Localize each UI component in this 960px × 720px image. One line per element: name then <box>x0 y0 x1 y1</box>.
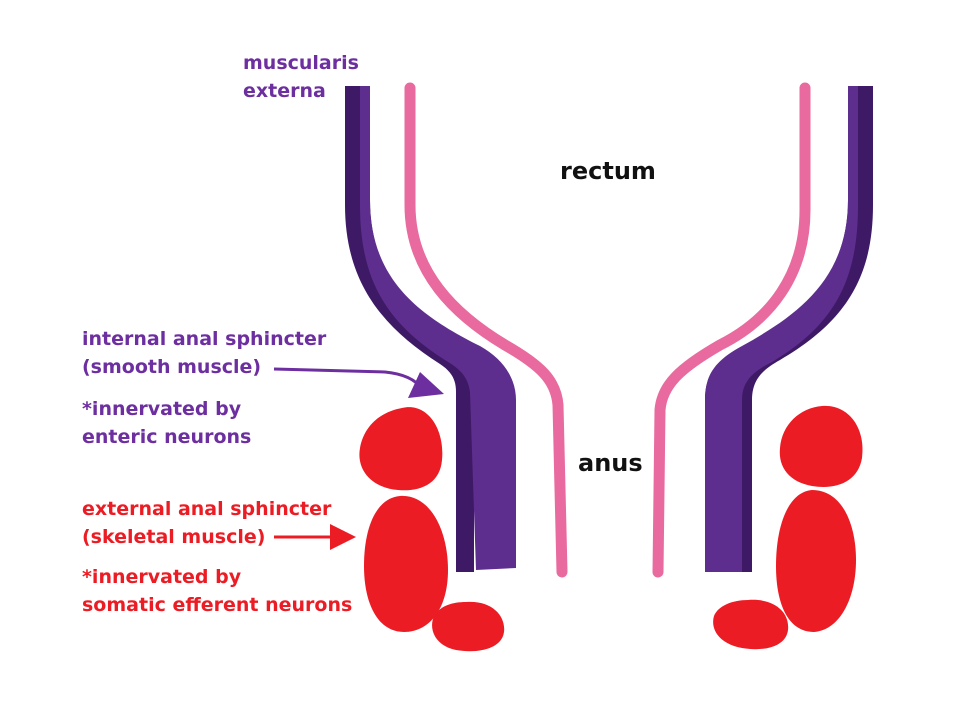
external-sphincter-arrow-head <box>330 524 356 550</box>
left-mucosa-line <box>404 82 568 578</box>
internal-sphincter-arrow-head <box>408 372 444 398</box>
right-external-sphincter-upper <box>779 405 863 487</box>
external-sphincter-note-line1: *innervated by <box>82 566 242 588</box>
left-internal-sphincter <box>360 86 516 570</box>
right-mucosa-line <box>652 82 811 578</box>
external-sphincter-note-line2: somatic efferent neurons <box>82 594 353 616</box>
internal-sphincter-note-line2: enteric neurons <box>82 426 252 448</box>
internal-sphincter-label-line1: internal anal sphincter <box>82 328 327 350</box>
muscularis-label-line1: muscularis <box>243 52 359 74</box>
left-external-sphincter-upper <box>359 407 443 491</box>
internal-sphincter-label-line2: (smooth muscle) <box>82 356 262 378</box>
right-external-sphincter-lower <box>713 599 789 650</box>
anus-label: anus <box>578 449 643 477</box>
rectum-label: rectum <box>560 157 656 185</box>
external-sphincter-label-line2: (skeletal muscle) <box>82 526 266 548</box>
internal-sphincter-note-line1: *innervated by <box>82 398 242 420</box>
left-external-sphincter-lower <box>432 601 505 652</box>
external-sphincter-label-line1: external anal sphincter <box>82 498 332 520</box>
muscularis-label-line2: externa <box>243 80 326 102</box>
right-external-sphincter-middle <box>776 490 856 632</box>
internal-sphincter-arrow-line <box>273 367 422 388</box>
right-internal-sphincter <box>705 86 858 572</box>
left-external-sphincter-middle <box>364 495 448 632</box>
